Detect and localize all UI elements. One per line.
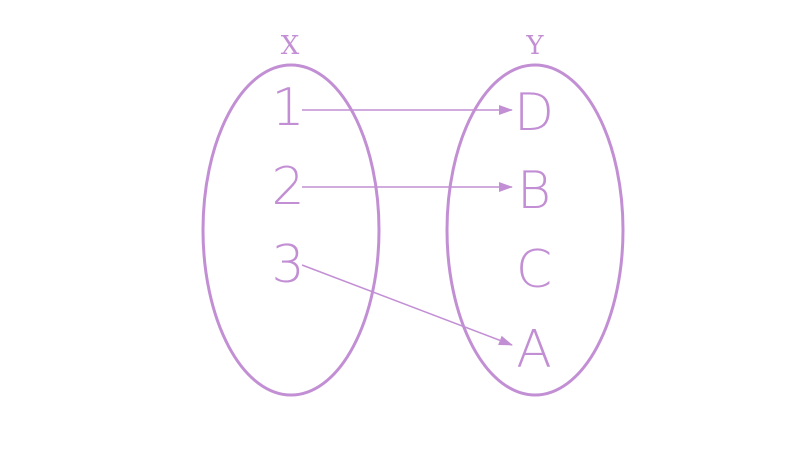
set-y-label: Y bbox=[525, 31, 544, 61]
set-y-ellipse bbox=[445, 63, 625, 397]
set-x-element-3: 3 bbox=[271, 235, 304, 295]
set-y-element-a: A bbox=[516, 320, 552, 380]
set-y-element-c: C bbox=[516, 240, 552, 300]
set-x-ellipse bbox=[201, 63, 381, 397]
mapping-arrow-3-to-a bbox=[301, 264, 513, 346]
set-x-element-2: 2 bbox=[271, 157, 304, 217]
set-y-element-b: B bbox=[517, 161, 551, 221]
set-x-element-1: 1 bbox=[271, 78, 304, 138]
set-y-element-d: D bbox=[514, 83, 554, 143]
set-x-label: X bbox=[281, 31, 300, 61]
